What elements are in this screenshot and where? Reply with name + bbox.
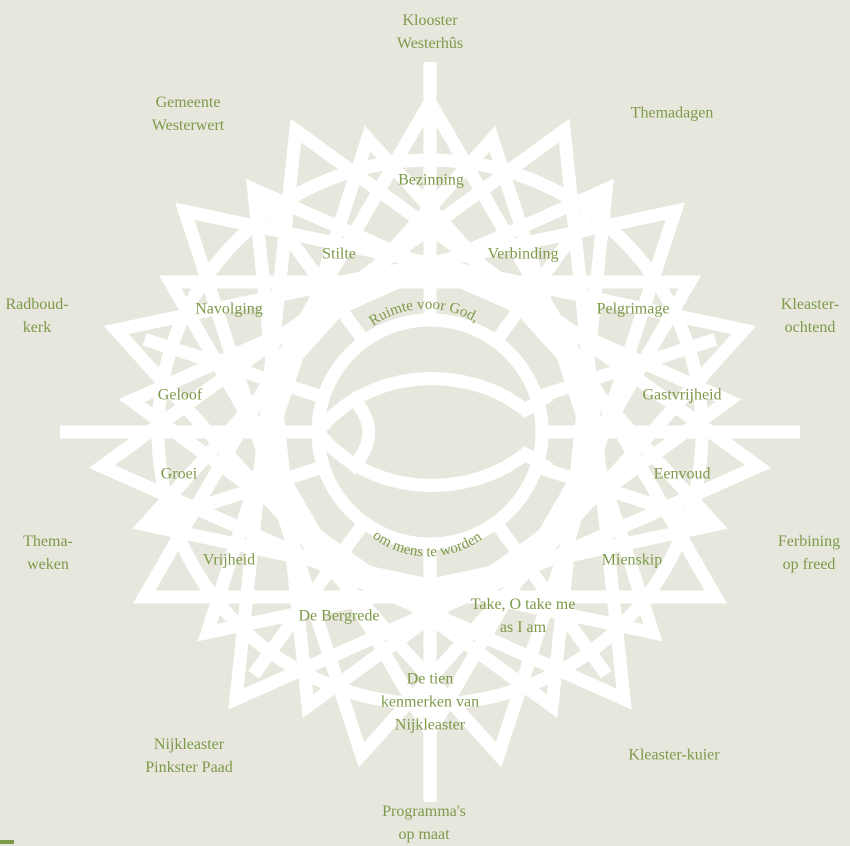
label-kleaster-ochtend: Kleaster- ochtend xyxy=(781,293,839,339)
label-radboudkerk: Radboud- kerk xyxy=(5,293,68,339)
label-stilte: Stilte xyxy=(322,243,356,266)
label-gastvrijheid: Gastvrijheid xyxy=(642,384,721,407)
label-nijkleaster-pinkster-paad: Nijkleaster Pinkster Paad xyxy=(145,733,233,779)
label-kleaster-kuier: Kleaster-kuier xyxy=(628,744,719,767)
label-tien-kenmerken: De tien kenmerken van Nijkleaster xyxy=(381,668,479,737)
corner-mark xyxy=(0,840,14,844)
label-eenvoud: Eenvoud xyxy=(654,463,711,486)
inner-circle xyxy=(318,320,542,544)
label-geloof: Geloof xyxy=(158,384,202,407)
label-programmas-op-maat: Programma's op maat xyxy=(382,800,466,846)
label-themaweken: Thema- weken xyxy=(23,530,73,576)
label-themadagen: Themadagen xyxy=(631,102,714,125)
label-pelgrimage: Pelgrimage xyxy=(597,298,670,321)
fish-outline xyxy=(350,395,369,470)
label-take-o-take-me: Take, O take me as I am xyxy=(471,593,576,639)
label-vrijheid: Vrijheid xyxy=(203,549,255,572)
label-verbinding: Verbinding xyxy=(487,243,558,266)
label-navolging: Navolging xyxy=(195,298,263,321)
label-ferbining-op-freed: Ferbining op freed xyxy=(778,530,840,576)
label-bezinning: Bezinning xyxy=(398,169,464,192)
label-de-bergrede: De Bergrede xyxy=(299,605,380,628)
label-mienskip: Mienskip xyxy=(602,549,662,572)
label-groei: Groei xyxy=(161,463,197,486)
label-gemeente-westerwert: Gemeente Westerwert xyxy=(152,91,224,137)
label-klooster-westerhus: Klooster Westerhûs xyxy=(397,9,463,55)
